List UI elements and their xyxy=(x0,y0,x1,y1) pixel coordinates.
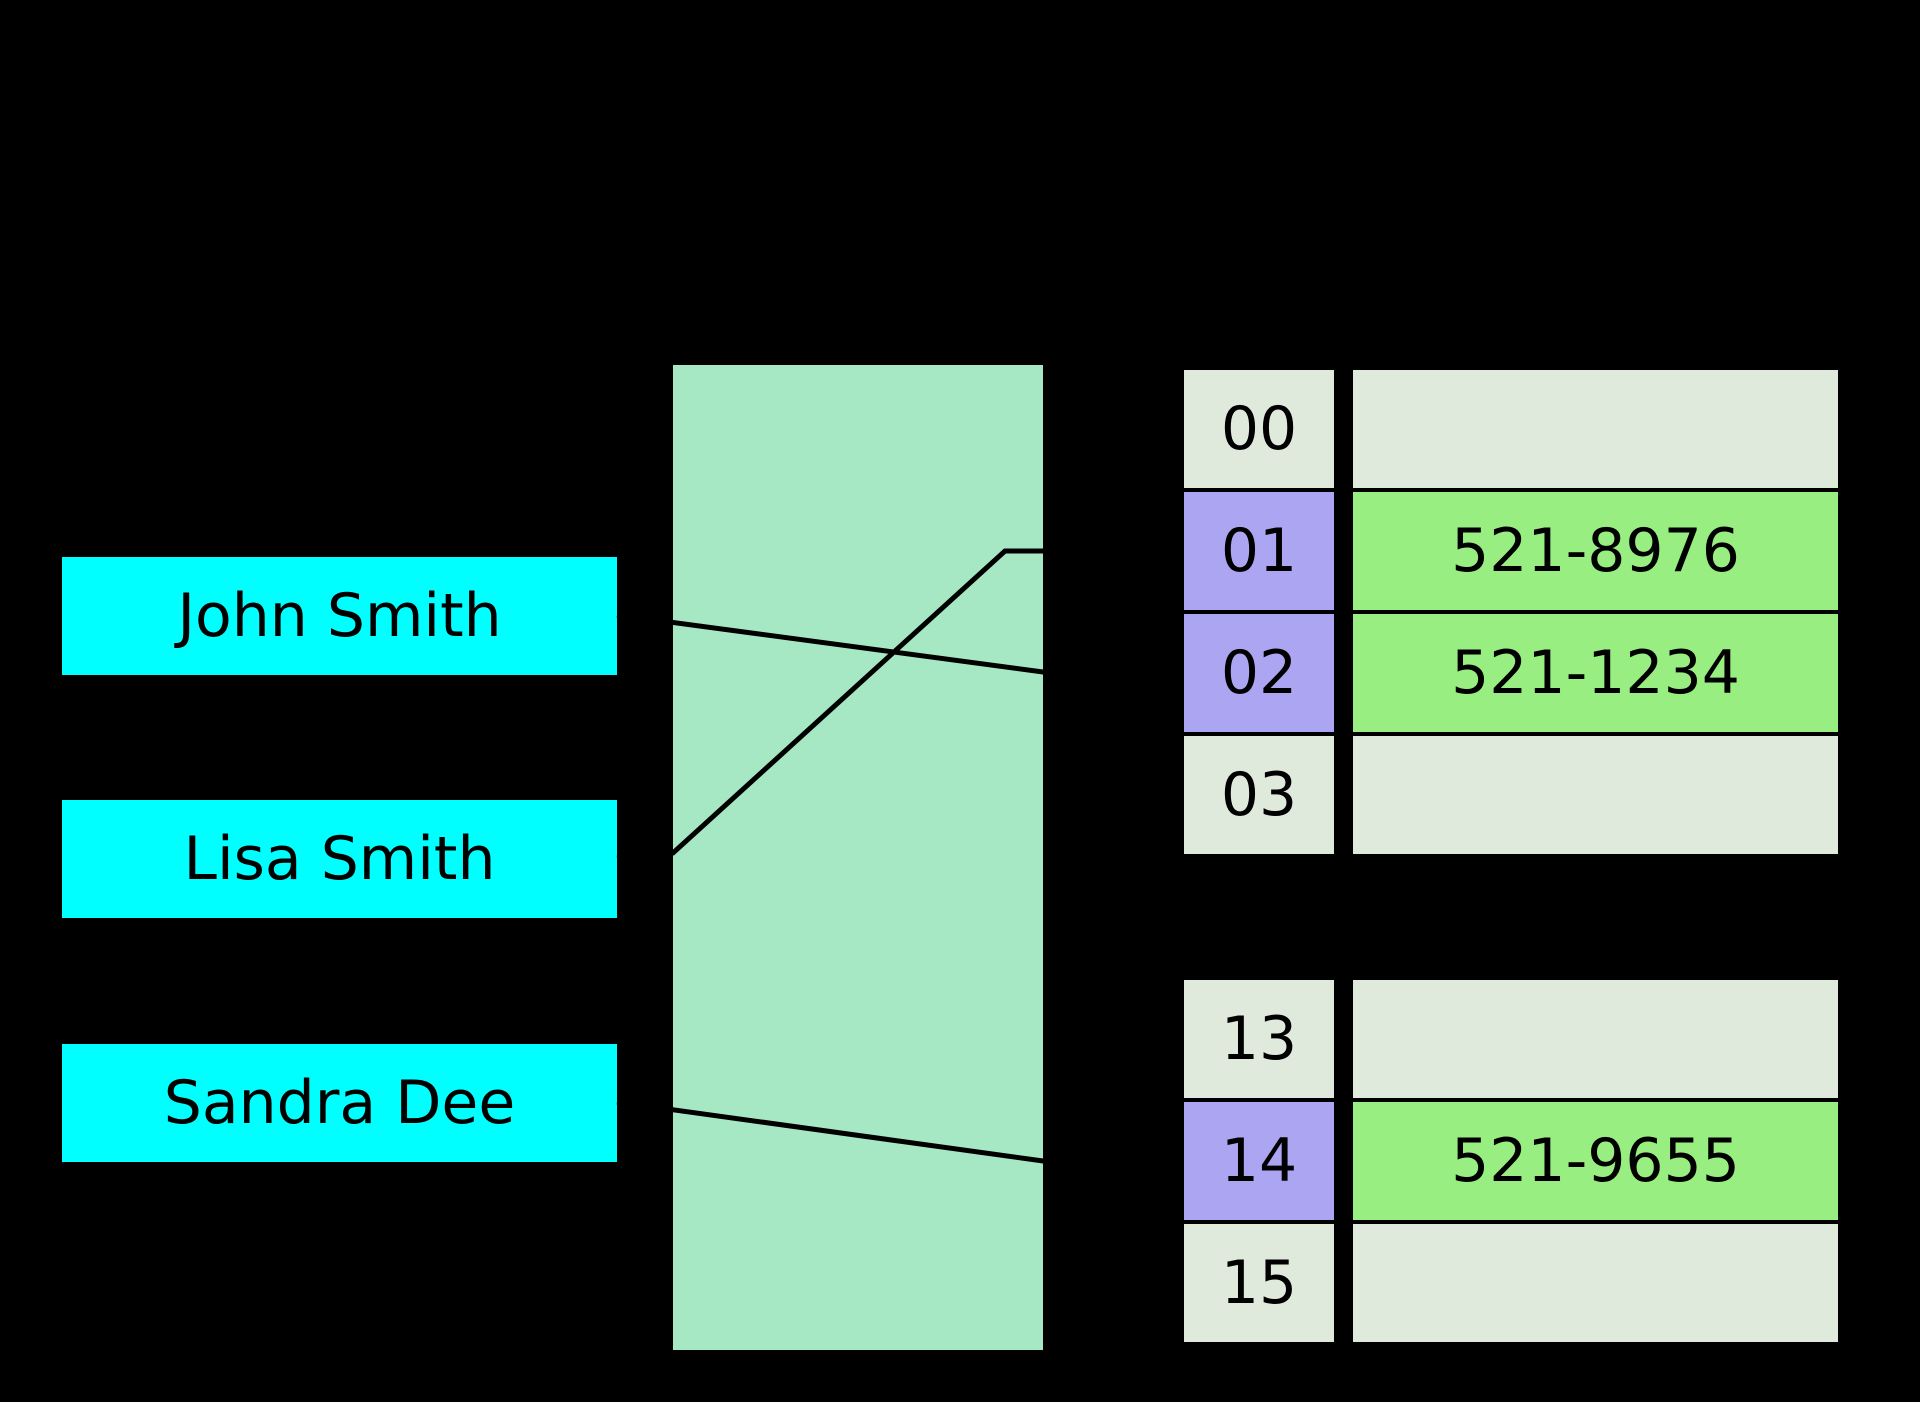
bucket-index-label: 03 xyxy=(1220,760,1298,830)
bucket-index-label: 13 xyxy=(1220,1004,1298,1074)
bucket-value-13 xyxy=(1353,980,1838,1098)
bucket-index-03: 03 xyxy=(1184,736,1334,854)
bucket-index-15: 15 xyxy=(1184,1224,1334,1342)
key-box-lisa-smith: Lisa Smith xyxy=(62,800,617,918)
bucket-index-label: 01 xyxy=(1220,516,1298,586)
bucket-value-02: 521-1234 xyxy=(1353,614,1838,732)
bucket-index-00: 00 xyxy=(1184,370,1334,488)
bucket-index-label: 00 xyxy=(1220,394,1298,464)
key-label-john-smith: John Smith xyxy=(177,581,502,651)
bucket-value-label: 521-1234 xyxy=(1451,638,1740,708)
hash-function-box xyxy=(673,365,1043,1350)
bucket-value-label: 521-8976 xyxy=(1451,516,1740,586)
bucket-index-14: 14 xyxy=(1184,1102,1334,1220)
bucket-value-01: 521-8976 xyxy=(1353,492,1838,610)
bucket-index-label: 02 xyxy=(1220,638,1298,708)
bucket-index-label: 14 xyxy=(1220,1126,1298,1196)
bucket-value-label: 521-9655 xyxy=(1451,1126,1740,1196)
bucket-value-14: 521-9655 xyxy=(1353,1102,1838,1220)
bucket-value-15 xyxy=(1353,1224,1838,1342)
bucket-index-label: 15 xyxy=(1220,1248,1298,1318)
bucket-value-03 xyxy=(1353,736,1838,854)
bucket-index-02: 02 xyxy=(1184,614,1334,732)
bucket-index-01: 01 xyxy=(1184,492,1334,610)
key-box-john-smith: John Smith xyxy=(62,557,617,675)
key-label-lisa-smith: Lisa Smith xyxy=(183,824,496,894)
key-label-sandra-dee: Sandra Dee xyxy=(163,1068,516,1138)
key-box-sandra-dee: Sandra Dee xyxy=(62,1044,617,1162)
bucket-value-00 xyxy=(1353,370,1838,488)
bucket-index-13: 13 xyxy=(1184,980,1334,1098)
